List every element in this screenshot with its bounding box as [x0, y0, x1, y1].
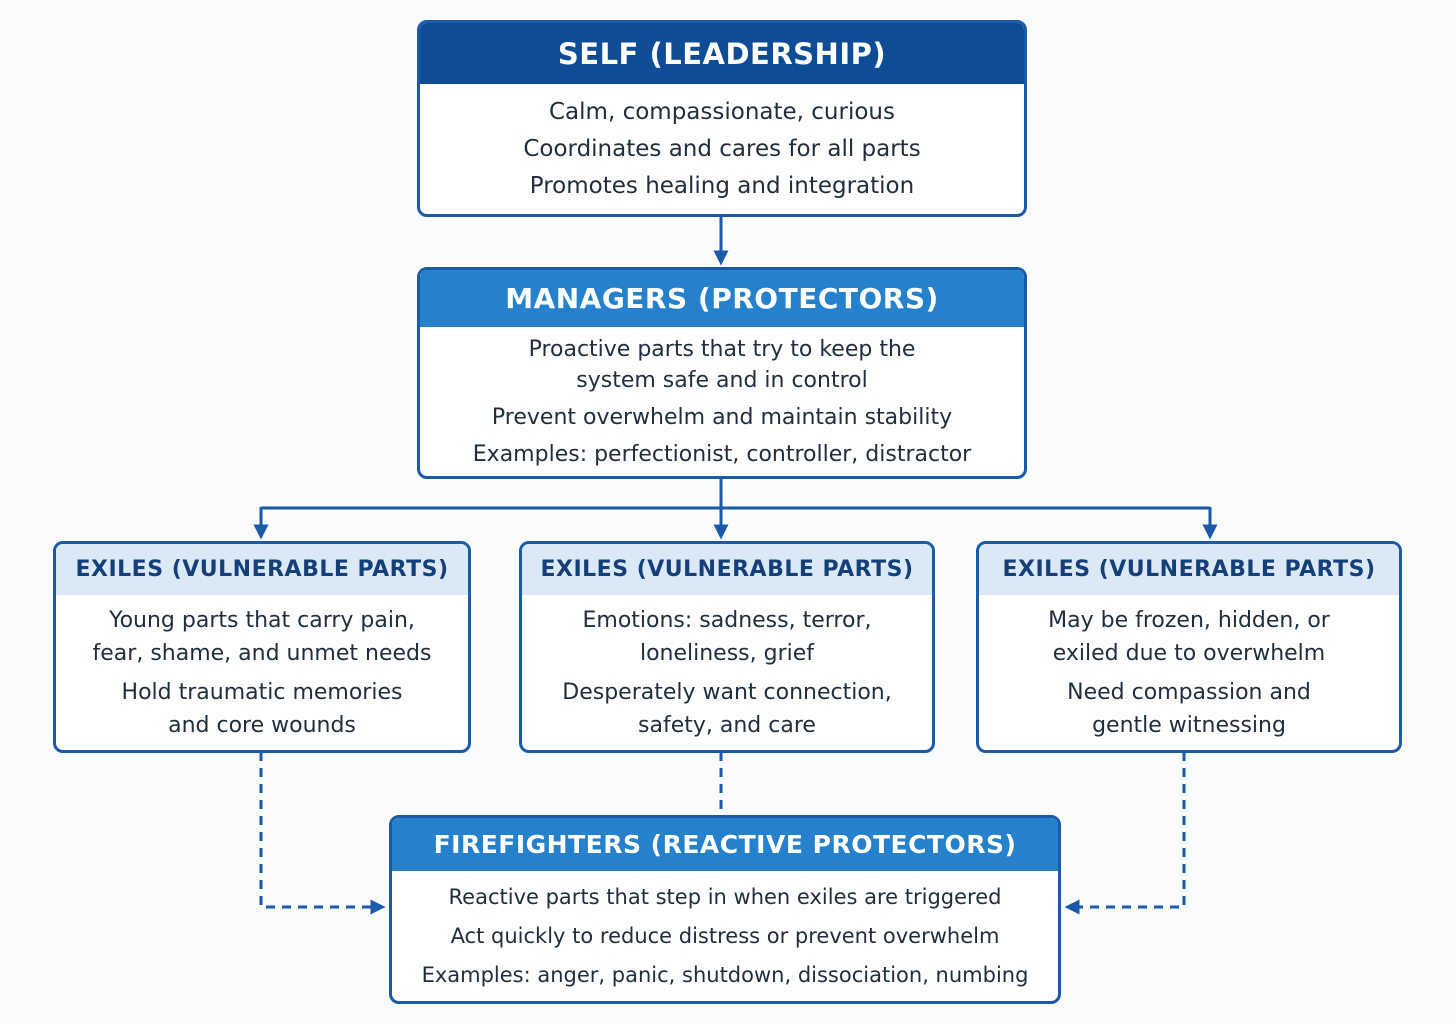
exiles-box-left: EXILES (VULNERABLE PARTS) Young parts th… — [53, 541, 471, 753]
dashed-arrow-left-exile-to-firefighters — [259, 752, 386, 915]
exiles-box-right: EXILES (VULNERABLE PARTS) May be frozen,… — [976, 541, 1402, 753]
exiles-center-line-2: loneliness, grief — [639, 640, 815, 666]
firefighters-line-2: Act quickly to reduce distress or preven… — [450, 923, 1000, 948]
managers-line-1: Proactive parts that try to keep the — [528, 336, 916, 362]
exiles-right-line-1: May be frozen, hidden, or — [1048, 607, 1330, 633]
self-body: Calm, compassionate, curious Coordinates… — [420, 84, 1024, 214]
self-line-2: Coordinates and cares for all parts — [523, 135, 921, 162]
self-title: SELF (LEADERSHIP) — [420, 23, 1024, 84]
firefighters-body: Reactive parts that step in when exiles … — [392, 871, 1058, 1001]
exiles-title-left: EXILES (VULNERABLE PARTS) — [56, 544, 468, 595]
exiles-left-line-3: Hold traumatic memories — [121, 679, 403, 705]
self-line-3: Promotes healing and integration — [529, 172, 915, 199]
exiles-right-line-2: exiled due to overwhelm — [1052, 640, 1326, 666]
exiles-body-left: Young parts that carry pain, fear, shame… — [56, 595, 468, 750]
managers-body: Proactive parts that try to keep the sys… — [420, 327, 1024, 476]
managers-line-2: system safe and in control — [576, 367, 868, 393]
exiles-right-line-3: Need compassion and — [1067, 679, 1311, 705]
exiles-body-right: May be frozen, hidden, or exiled due to … — [979, 595, 1399, 750]
firefighters-line-1: Reactive parts that step in when exiles … — [448, 884, 1002, 909]
firefighters-title: FIREFIGHTERS (REACTIVE PROTECTORS) — [392, 818, 1058, 871]
dashed-arrow-right-exile-to-firefighters — [1064, 752, 1186, 915]
exiles-box-center: EXILES (VULNERABLE PARTS) Emotions: sadn… — [519, 541, 935, 753]
exiles-title-right: EXILES (VULNERABLE PARTS) — [979, 544, 1399, 595]
managers-line-4: Examples: perfectionist, controller, dis… — [472, 441, 972, 467]
self-box: SELF (LEADERSHIP) Calm, compassionate, c… — [417, 20, 1027, 217]
exiles-left-line-1: Young parts that carry pain, — [109, 607, 415, 633]
exiles-right-line-4: gentle witnessing — [1092, 712, 1286, 738]
exiles-title-center: EXILES (VULNERABLE PARTS) — [522, 544, 932, 595]
exiles-center-line-1: Emotions: sadness, terror, — [582, 607, 872, 633]
managers-box: MANAGERS (PROTECTORS) Proactive parts th… — [417, 267, 1027, 479]
exiles-left-line-4: and core wounds — [168, 712, 356, 738]
exiles-center-line-4: safety, and care — [638, 712, 816, 738]
managers-title: MANAGERS (PROTECTORS) — [420, 270, 1024, 327]
firefighters-box: FIREFIGHTERS (REACTIVE PROTECTORS) React… — [389, 815, 1061, 1004]
exiles-body-center: Emotions: sadness, terror, loneliness, g… — [522, 595, 932, 750]
self-line-1: Calm, compassionate, curious — [549, 98, 895, 125]
exiles-left-line-2: fear, shame, and unmet needs — [92, 640, 432, 666]
exiles-center-line-3: Desperately want connection, — [562, 679, 892, 705]
firefighters-line-3: Examples: anger, panic, shutdown, dissoc… — [421, 962, 1029, 987]
managers-line-3: Prevent overwhelm and maintain stability — [491, 404, 953, 430]
